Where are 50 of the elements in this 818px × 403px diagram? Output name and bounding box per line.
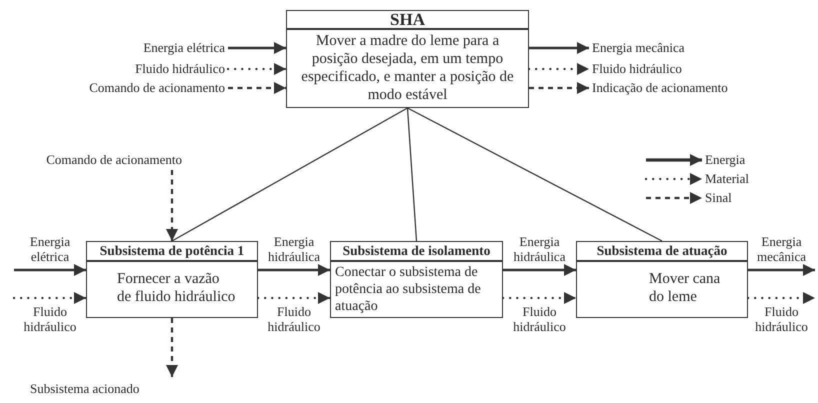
- box-header: SHA: [287, 11, 528, 30]
- box-description: Conectar o subsistema de potência ao subsistema de atuação: [334, 264, 482, 315]
- arrow: [166, 170, 178, 241]
- box-description: Mover a madre do leme para a posição desejada, em um tempo especificado, e manter a posição de modo estável: [300, 32, 515, 104]
- flow-label: Energia mecânica: [592, 40, 732, 56]
- flow-label: Comando de acionamento: [2, 152, 182, 168]
- arrow: [528, 63, 590, 75]
- edge-label: Fluido hidráulico: [22, 304, 78, 334]
- arrow: [12, 292, 88, 304]
- box-description: Fornecer a vazão de fluido hidráulico: [116, 270, 236, 306]
- process-box: [576, 241, 748, 318]
- arrow: [746, 292, 816, 304]
- box-header: Subsistema de atuação: [577, 242, 747, 262]
- flow-label: Indicação de acionamento: [592, 80, 782, 96]
- legend-text: Energia: [705, 152, 746, 168]
- edge-label: Fluido hidráulico: [754, 304, 809, 334]
- box-description: Mover cana do leme: [648, 270, 722, 306]
- arrow: [502, 292, 578, 304]
- arrow: [258, 264, 330, 276]
- box-header: Subsistema de potência 1: [87, 242, 257, 262]
- flow-label: Subsistema acionado: [30, 381, 180, 397]
- flow-label: Energia elétrica: [95, 40, 225, 56]
- arrow: [748, 264, 815, 276]
- arrow: [14, 264, 86, 276]
- edge-label: Energia hidráulica: [512, 234, 566, 264]
- flow-label: Fluido hidráulico: [592, 61, 732, 77]
- arrow: [166, 318, 178, 377]
- legend-text: Material: [705, 171, 750, 187]
- legend-text: Sinal: [705, 190, 732, 206]
- edge-label: Energia elétrica: [28, 234, 72, 264]
- box-header: Subsistema de isolamento: [331, 242, 502, 262]
- arrow: [503, 264, 576, 276]
- process-box: [86, 241, 258, 318]
- process-box: [330, 241, 503, 318]
- edge-label: Energia hidráulica: [267, 234, 321, 264]
- connector-line: [407, 107, 662, 242]
- edge-label: Energia mecânica: [756, 234, 808, 264]
- connector-line: [172, 107, 408, 242]
- edge-label: Fluido hidráulico: [512, 304, 567, 334]
- edge-label: Fluido hidráulico: [266, 304, 322, 334]
- arrow: [228, 42, 286, 54]
- flow-label: Fluido hidráulico: [95, 61, 225, 77]
- arrow: [228, 82, 286, 94]
- arrow: [529, 82, 589, 94]
- arrow: [256, 292, 332, 304]
- flow-label: Comando de acionamento: [30, 80, 225, 96]
- connector-line: [406, 108, 418, 242]
- process-box: [286, 10, 529, 108]
- arrow: [529, 42, 589, 54]
- arrow: [226, 63, 288, 75]
